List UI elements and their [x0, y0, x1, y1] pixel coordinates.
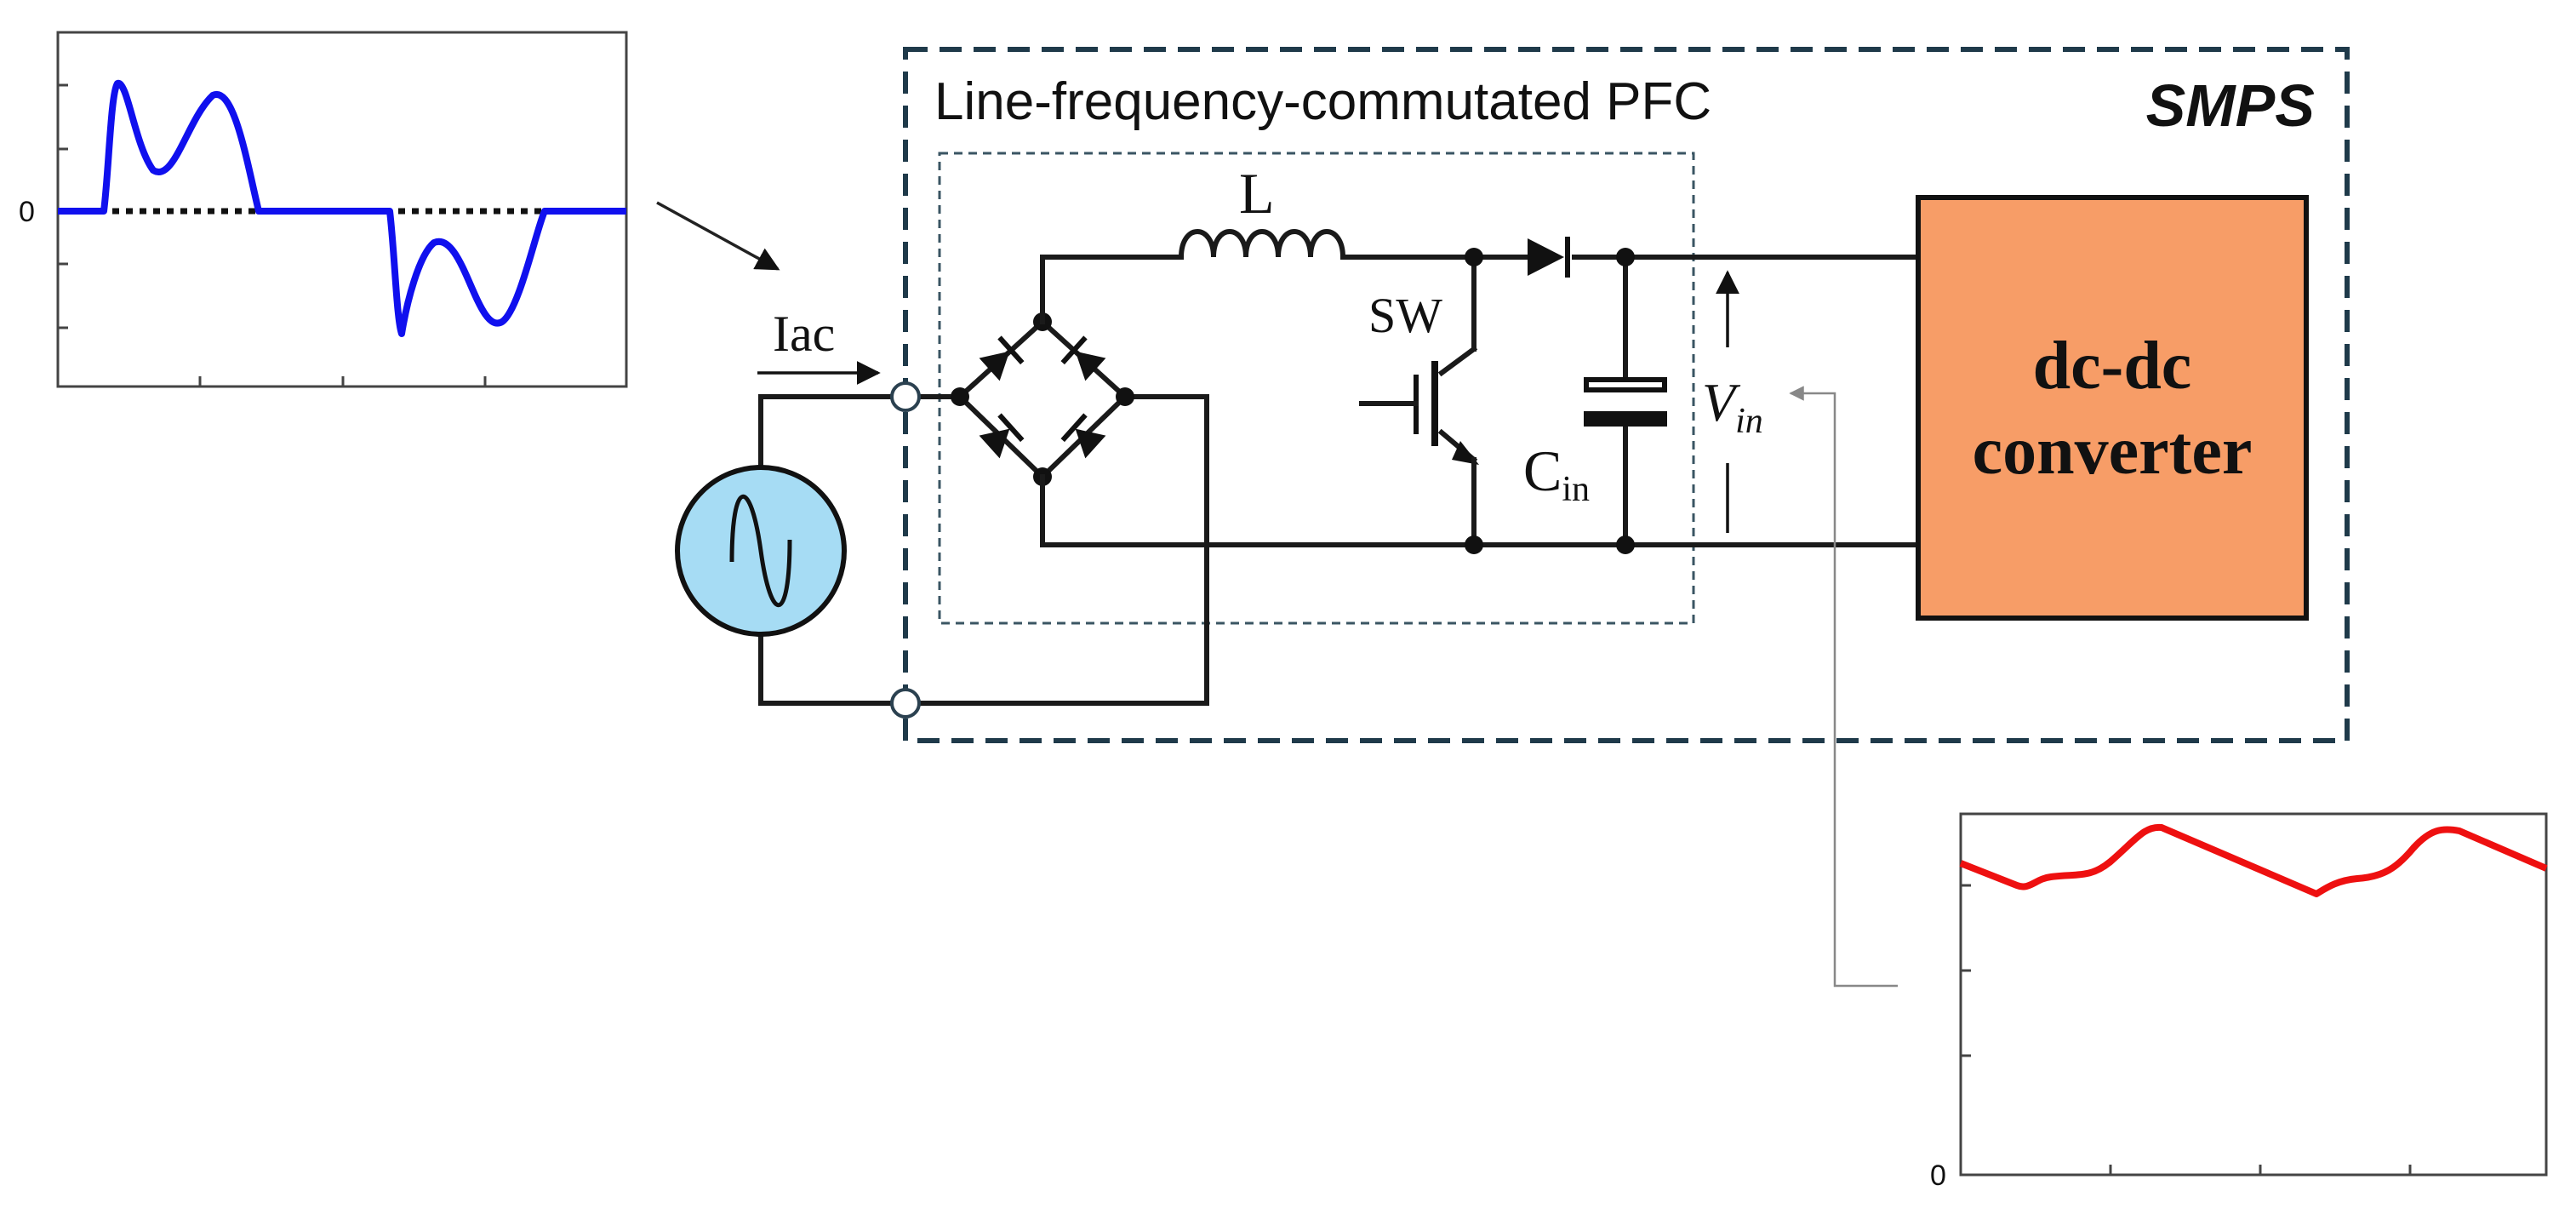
current-waveform-plot: 0	[19, 31, 628, 388]
node-cap-bottom	[1616, 535, 1635, 554]
diode-bridge	[951, 312, 1134, 486]
capacitor	[1584, 377, 1667, 427]
switch-label: SW	[1368, 288, 1442, 343]
current-plot-zero-label: 0	[19, 196, 35, 228]
voltage-plot-zero-label: 0	[1930, 1160, 1946, 1192]
pfc-frame	[938, 152, 1695, 625]
vin-callout-connector	[1789, 386, 1898, 988]
inductor-label: L	[1239, 161, 1275, 226]
boost-diode	[1528, 237, 1570, 278]
iac-label: Iac	[773, 306, 835, 362]
voltage-waveform-series	[1959, 823, 2548, 897]
ac-source	[675, 394, 847, 706]
smps-label: SMPS	[2146, 72, 2315, 139]
node-sw-top	[1465, 248, 1483, 266]
sine-wave-icon	[729, 494, 792, 608]
voltage-waveform-plot: 0	[1930, 812, 2548, 1192]
bridge-diode-4	[1060, 413, 1106, 459]
pfc-label: Line-frequency-commutated PFC	[934, 72, 1711, 131]
converter-label-line1: dc-dc	[2033, 329, 2192, 404]
node-sw-bottom	[1465, 535, 1483, 554]
vin-label: Vin	[1702, 372, 1763, 441]
bridge-diode-2	[1060, 335, 1106, 381]
inductor	[1179, 229, 1350, 260]
capacitor-label: Cin	[1523, 438, 1590, 509]
converter-label-line2: converter	[1973, 414, 2253, 489]
current-plot-ticks	[58, 83, 487, 387]
switch-transistor	[1359, 255, 1479, 547]
ac-terminal-bottom	[890, 688, 921, 719]
bridge-diode-3	[979, 413, 1025, 459]
node-cap-top	[1616, 248, 1635, 266]
ac-terminal-top	[890, 381, 921, 412]
bridge-diode-1	[979, 335, 1025, 381]
current-waveform-series	[58, 80, 626, 337]
voltage-plot-ticks	[1961, 884, 2412, 1175]
ac-input-wiring	[758, 394, 1209, 706]
dc-wiring	[1040, 255, 1921, 547]
current-plot-pointer	[656, 201, 780, 271]
dc-dc-converter-block	[1916, 195, 2309, 621]
